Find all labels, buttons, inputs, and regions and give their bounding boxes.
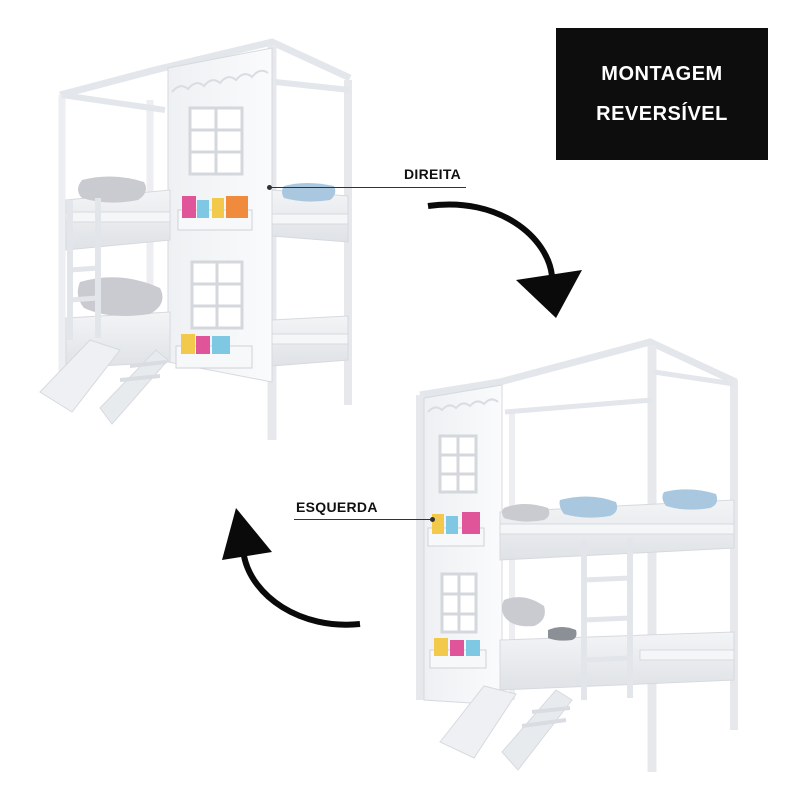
right-callout-dot: [267, 185, 272, 190]
bunk-bed-left-version: [416, 338, 738, 772]
right-callout-line: [270, 187, 466, 188]
badge-line-2: REVERSÍVEL: [596, 103, 728, 125]
left-callout-label: ESQUERDA: [296, 499, 378, 515]
reversible-assembly-badge: MONTAGEM REVERSÍVEL: [556, 28, 768, 160]
curved-arrow-up-icon: [222, 508, 361, 628]
bunk-bed-right-version: [39, 38, 352, 440]
left-callout-line: [294, 519, 432, 520]
right-callout-label: DIREITA: [404, 166, 462, 182]
curved-arrow-down-icon: [427, 201, 582, 318]
left-callout-dot: [430, 517, 435, 522]
badge-line-1: MONTAGEM: [601, 63, 723, 85]
